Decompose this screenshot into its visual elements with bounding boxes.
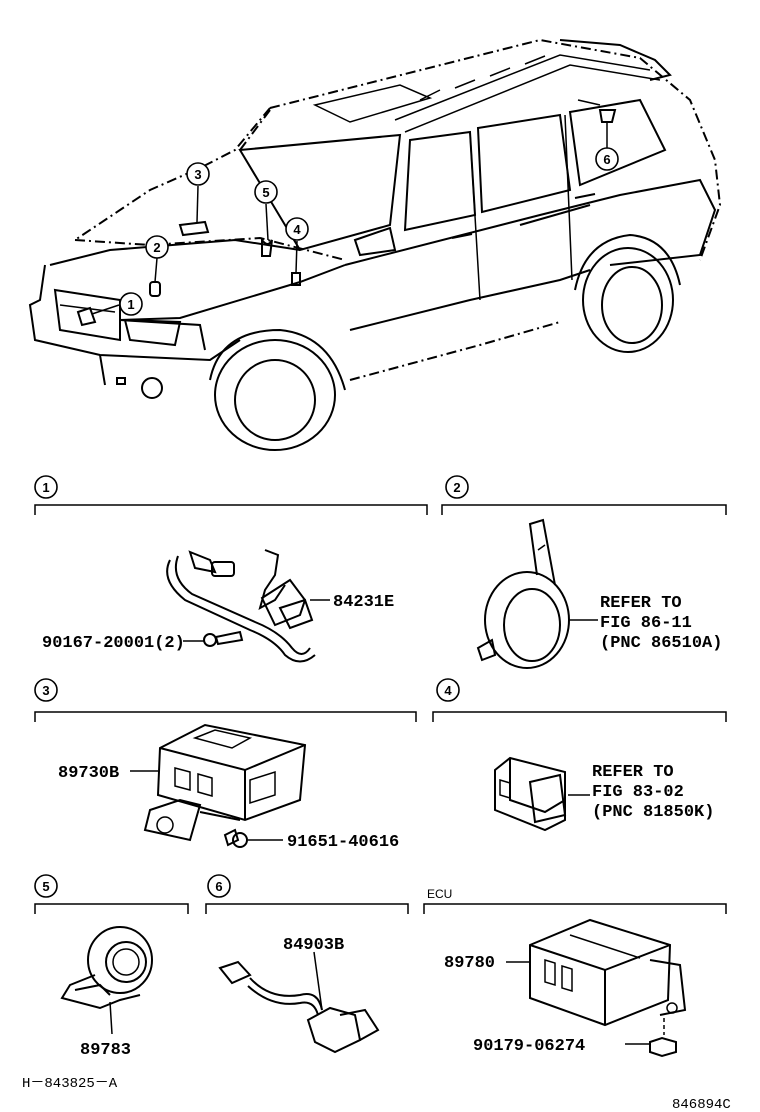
part-code-84903B: 84903B [283,936,344,955]
section-1: 1 84231E 90167-20001(2) [34,475,428,663]
switch-drawing [494,756,590,832]
harness-84231E-drawing [166,549,330,663]
section-ecu-bracket [423,903,727,914]
section-4-refer-line-1: REFER TO [592,763,674,782]
section-4-number: 4 [444,683,452,698]
footer-left-code: H－843825－A [22,1076,118,1092]
section-3: 3 89730B 91651-40616 [34,678,417,852]
section-1-number: 1 [42,480,49,495]
part-code-89780: 89780 [444,954,495,973]
module-89730B-drawing [130,723,307,848]
car-callout-2-label: 2 [153,240,160,255]
wire-84903B-drawing [218,951,380,1054]
section-1-bracket [34,504,428,515]
section-ecu-label: ECU [427,887,452,901]
part-code-90179-06274: 90179-06274 [473,1037,585,1056]
section-4-refer-line-2: FIG 83-02 [592,783,684,802]
car-callout-2: 2 [145,235,169,259]
car-callout-1-label: 1 [127,297,134,312]
car-callout-6-label: 6 [603,152,610,167]
part-code-84231E: 84231E [333,593,394,612]
section-4-bracket [432,711,727,722]
section-ecu: ECU 89780 90179-06274 [423,887,727,1058]
footer-right-code: 846894C [672,1097,731,1112]
ecu-89780-drawing [506,918,687,1058]
car-callout-6: 6 [595,147,619,171]
car-callout-1: 1 [119,292,143,316]
section-2-refer-line-2: FIG 86-11 [600,614,692,633]
section-6-bracket [205,903,409,914]
part-code-91651-40616: 91651-40616 [287,833,399,852]
part-code-89730B: 89730B [58,764,119,783]
section-2-refer-line-1: REFER TO [600,594,682,613]
section-2-bracket [441,504,727,515]
vehicle-illustration [28,38,722,451]
sensor-89783-drawing [60,926,153,1035]
car-callout-5: 5 [254,180,278,204]
part-code-90167-20001: 90167-20001(2) [42,634,185,653]
car-callout-5-label: 5 [262,185,269,200]
section-2: 2 REFER TO FIG 86-11 (PNC 86510A) [441,475,727,669]
section-3-bracket [34,711,417,722]
car-callout-3: 3 [186,162,210,186]
section-6: 6 84903B [205,874,409,1054]
section-2-refer-line-3: (PNC 86510A) [600,634,722,653]
horn-drawing [476,518,598,669]
section-3-number: 3 [42,683,49,698]
section-6-number: 6 [215,879,222,894]
section-5: 5 89783 [34,874,189,1060]
part-code-89783: 89783 [80,1041,131,1060]
car-callout-3-label: 3 [194,167,201,182]
section-2-number: 2 [453,480,460,495]
car-callout-4-label: 4 [293,222,301,237]
section-4: 4 REFER TO FIG 83-02 (PNC 81850K) [432,678,727,832]
section-5-bracket [34,903,189,914]
section-4-refer-line-3: (PNC 81850K) [592,803,714,822]
section-5-number: 5 [42,879,49,894]
car-callout-4: 4 [285,217,309,241]
